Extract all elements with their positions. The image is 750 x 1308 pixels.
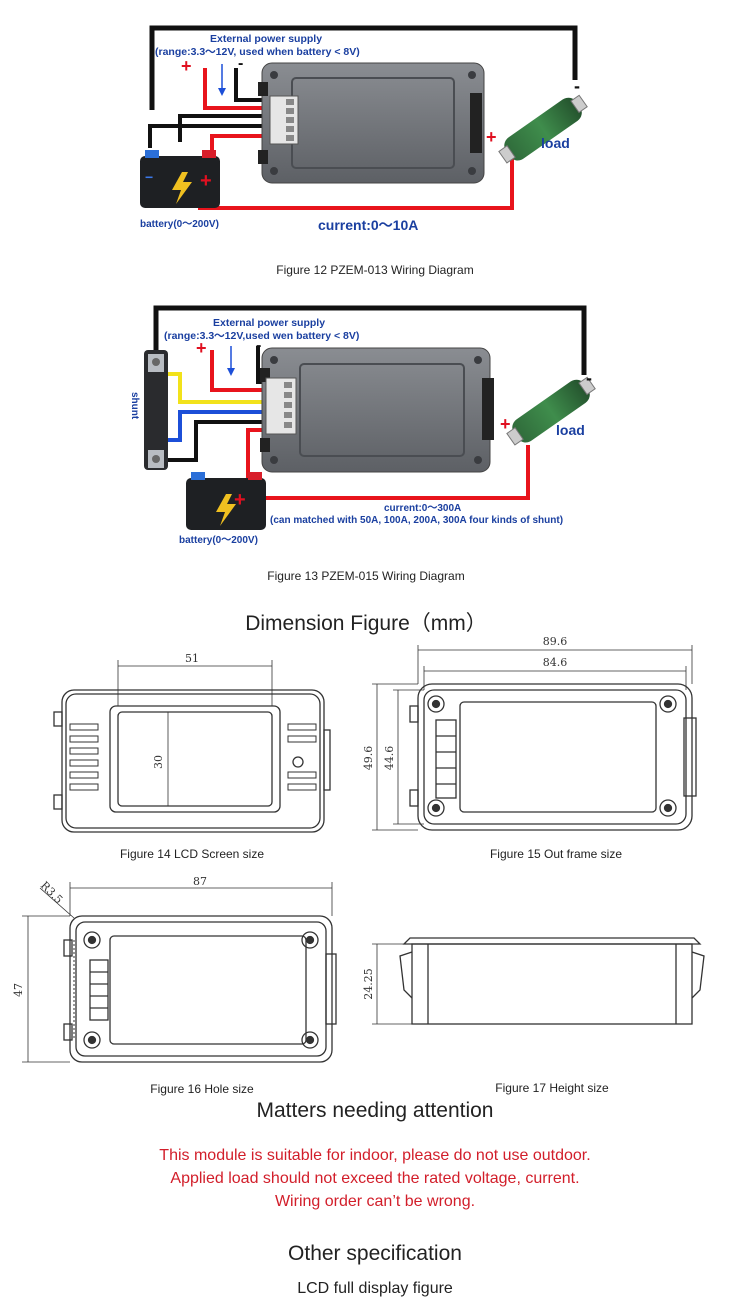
fig16-width: 87 (193, 875, 207, 888)
figure-16-hole-size (22, 882, 337, 1063)
figure-17-height-size (372, 937, 705, 1025)
fig12-load-plus: + (486, 127, 497, 147)
external-negative-wire (149, 25, 578, 110)
fig13-battery-plus: + (234, 489, 246, 511)
fig16-caption: Figure 16 Hole size (150, 1082, 254, 1096)
svg-text:−: − (145, 169, 153, 185)
fig13-load-label: load (556, 422, 585, 438)
fig15-outer-width: 89.6 (543, 635, 568, 648)
fig13-load-minus: - (586, 368, 592, 388)
shunt-black-wire (178, 114, 272, 142)
battery-neg-wire (148, 124, 272, 148)
fig14-width: 51 (185, 652, 199, 665)
attention-line-1: This module is suitable for indoor, plea… (159, 1147, 591, 1164)
load-resistor-icon (498, 94, 588, 164)
fig13-ext-plus: + (196, 338, 207, 358)
fig13-current-label: current:0～300A (384, 503, 461, 514)
fig13-ext-range: (range:3.3～12V,used wen battery < 8V) (164, 330, 359, 342)
figure-13-wiring-diagram: External power supply (range:3.3～12V,use… (129, 305, 596, 583)
figure-15-out-frame-size (372, 645, 697, 831)
fig12-ext-title: External power supply (210, 33, 322, 45)
dimension-title: Dimension Figure（mm） (245, 612, 487, 635)
fig17-height: 24.25 (362, 968, 375, 1000)
fig13-caption: Figure 13 PZEM-015 Wiring Diagram (267, 569, 464, 583)
fig13-shunt-note: (can matched with 50A, 100A, 200A, 300A … (270, 515, 563, 526)
ext-pos-wire (203, 68, 272, 110)
fig12-battery-label: battery(0～200V) (140, 219, 219, 230)
attention-line-2: Applied load should not exceed the rated… (170, 1170, 580, 1187)
attention-line-3: Wiring order can’t be wrong. (274, 1193, 476, 1210)
battery-icon: − (140, 150, 220, 208)
fig12-caption: Figure 12 PZEM-013 Wiring Diagram (276, 263, 473, 277)
fig12-load-minus: - (574, 76, 580, 96)
figure-12-wiring-diagram: − External power supply (range:3.3～12V, … (140, 25, 588, 277)
other-spec-title: Other specification (288, 1242, 462, 1265)
fig13-load-plus: + (500, 414, 511, 434)
fig16-radius: R3.5 (38, 879, 65, 906)
other-spec-subtitle: LCD full display figure (297, 1280, 453, 1297)
shunt-yellow-wire (160, 372, 268, 404)
fig15-inner-height: 44.6 (383, 746, 396, 771)
ext-neg-wire (234, 68, 272, 102)
fig16-height: 47 (12, 983, 25, 997)
shunt-icon (144, 350, 168, 470)
fig15-inner-width: 84.6 (543, 656, 568, 669)
fig14-caption: Figure 14 LCD Screen size (120, 847, 264, 861)
fig13-battery-label: battery(0～200V) (179, 535, 258, 546)
fig13-ext-title: External power supply (213, 317, 325, 329)
fig14-height: 30 (152, 755, 165, 769)
fig17-caption: Figure 17 Height size (495, 1081, 609, 1095)
fig12-current-label: current:0～10A (318, 217, 418, 233)
fig15-caption: Figure 15 Out frame size (490, 847, 622, 861)
fig12-ext-range: (range:3.3～12V, used when battery < 8V) (155, 46, 360, 58)
load-resistor-icon (506, 376, 596, 446)
ext-return-wire (153, 305, 587, 375)
fig12-ext-plus: + (181, 56, 192, 76)
fig13-shunt-label: shunt (129, 392, 140, 420)
battery-icon (186, 472, 266, 530)
fig13-ext-minus: - (256, 337, 261, 354)
meter-module (261, 62, 485, 184)
figure-14-lcd-screen-size (53, 660, 331, 833)
fig12-load-label: load (541, 135, 570, 151)
attention-title: Matters needing attention (256, 1099, 494, 1122)
fig12-battery-plus: + (200, 170, 212, 192)
shunt-blue-wire (160, 410, 268, 442)
fig12-ext-minus: - (238, 55, 243, 72)
fig15-outer-height: 49.6 (362, 746, 375, 771)
